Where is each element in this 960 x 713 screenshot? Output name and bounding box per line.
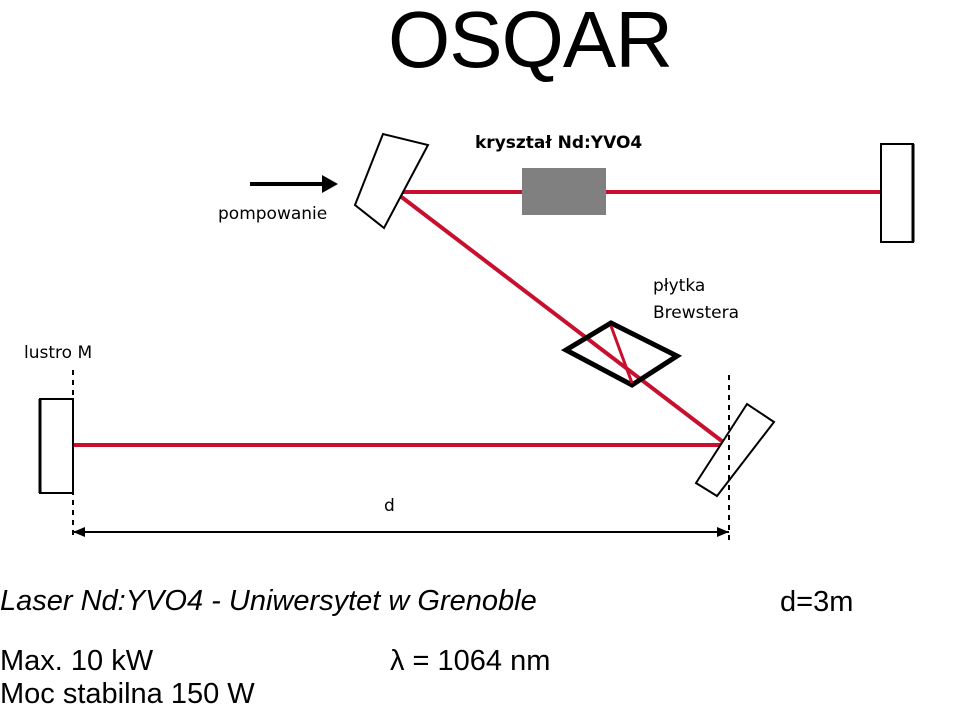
max-power: Max. 10 kW bbox=[0, 645, 154, 677]
stable-power: Moc stabilna 150 W bbox=[0, 678, 255, 710]
laser-caption: Laser Nd:YVO4 - Uniwersytet w Grenoble bbox=[0, 585, 537, 617]
pumping-label: pompowanie bbox=[218, 204, 328, 224]
distance-arrow-right bbox=[717, 527, 729, 537]
crystal-label: kryształ Nd:YVO4 bbox=[475, 133, 643, 153]
wavelength: λ = 1064 nm bbox=[390, 645, 551, 677]
distance-arrow-left bbox=[73, 527, 85, 537]
brewster-label-line2: Brewstera bbox=[653, 303, 740, 323]
end-mirror-right bbox=[880, 143, 914, 243]
folding-mirror-bottom bbox=[694, 402, 776, 498]
mirror-m bbox=[39, 398, 74, 494]
folding-mirror-top bbox=[353, 132, 430, 230]
distance-value: d=3m bbox=[780, 586, 854, 618]
crystal-block bbox=[522, 168, 606, 215]
brewster-inner-beam bbox=[609, 325, 634, 384]
beam-diagonal bbox=[393, 190, 729, 447]
brewster-label-line1: płytka bbox=[653, 276, 706, 296]
page-title: OSQAR bbox=[388, 0, 673, 84]
distance-label: d bbox=[384, 496, 395, 516]
brewster-plate bbox=[560, 320, 683, 388]
mirror-m-label: lustro M bbox=[24, 343, 93, 363]
pump-arrow-head bbox=[322, 175, 338, 193]
